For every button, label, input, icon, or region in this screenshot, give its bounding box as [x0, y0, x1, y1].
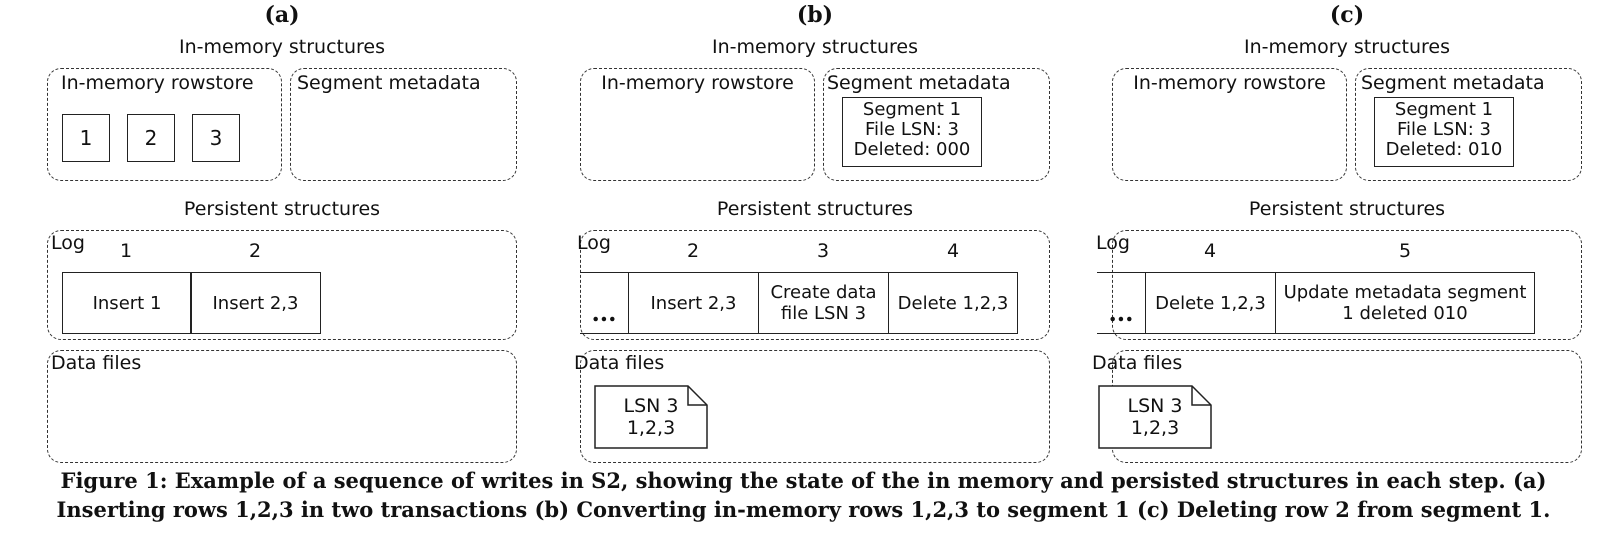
- segment-deleted: Deleted: 010: [1385, 139, 1503, 160]
- segment-metadata-label: Segment metadata: [827, 72, 1011, 94]
- rowstore-label: In-memory rowstore: [1133, 72, 1326, 94]
- segment-metadata-box: [290, 68, 517, 181]
- segment-card: Segment 1 File LSN: 3 Deleted: 000: [842, 97, 982, 167]
- log-entry: Insert 1: [62, 272, 192, 334]
- file-lsn: LSN 3: [1127, 395, 1183, 417]
- log-label: Log: [1096, 232, 1130, 254]
- file-lsn: LSN 3: [623, 395, 679, 417]
- log-entry: Insert 2,3: [190, 272, 321, 334]
- in-memory-title: In-memory structures: [178, 36, 386, 58]
- in-memory-title: In-memory structures: [1243, 36, 1451, 58]
- data-files-box: [580, 350, 1050, 463]
- log-box: [47, 230, 517, 340]
- panel-label: (b): [796, 2, 834, 28]
- rowstore-label: In-memory rowstore: [61, 72, 254, 94]
- panel-c: (c) In-memory structures In-memory rowst…: [1092, 0, 1582, 470]
- segment-name: Segment 1: [1394, 99, 1494, 120]
- caption-line-2: Inserting rows 1,2,3 in two transactions…: [56, 497, 1551, 522]
- row-cell: 1: [62, 114, 110, 162]
- rowstore-box: [1112, 68, 1347, 181]
- persistent-title: Persistent structures: [1248, 198, 1446, 220]
- log-label: Log: [577, 232, 611, 254]
- log-lsn: 4: [946, 240, 960, 262]
- panel-label: (a): [264, 2, 300, 28]
- log-label: Log: [51, 232, 85, 254]
- segment-file-lsn: File LSN: 3: [1397, 119, 1491, 140]
- persistent-title: Persistent structures: [183, 198, 381, 220]
- file-rows: 1,2,3: [626, 417, 676, 439]
- rowstore-box: [47, 68, 282, 181]
- log-lsn: 2: [686, 240, 700, 262]
- log-ellipsis: ...: [1097, 272, 1145, 334]
- data-files-label: Data files: [51, 352, 142, 374]
- segment-metadata-box: [1355, 68, 1582, 181]
- log-entry: Insert 2,3: [628, 272, 759, 334]
- file-rows: 1,2,3: [1130, 417, 1180, 439]
- log-lsn: 5: [1398, 240, 1412, 262]
- log-lsn: 3: [816, 240, 830, 262]
- log-entry: Create data file LSN 3: [758, 272, 889, 334]
- rowstore-label: In-memory rowstore: [601, 72, 794, 94]
- log-box: [580, 230, 1050, 340]
- file-icon: [594, 385, 708, 449]
- segment-card: Segment 1 File LSN: 3 Deleted: 010: [1374, 97, 1514, 167]
- in-memory-title: In-memory structures: [711, 36, 919, 58]
- log-lsn: 4: [1203, 240, 1217, 262]
- segment-metadata-label: Segment metadata: [1361, 72, 1545, 94]
- segment-name: Segment 1: [862, 99, 962, 120]
- panel-label: (c): [1329, 2, 1365, 28]
- segment-metadata-box: [823, 68, 1050, 181]
- segment-deleted: Deleted: 000: [853, 139, 971, 160]
- segment-metadata-label: Segment metadata: [297, 72, 481, 94]
- data-files-label: Data files: [1092, 352, 1183, 374]
- log-lsn: 2: [248, 240, 262, 262]
- log-entry: Delete 1,2,3: [888, 272, 1018, 334]
- data-file: LSN 3 1,2,3: [1098, 385, 1212, 449]
- log-entry: Update metadata segment 1 deleted 010: [1275, 272, 1535, 334]
- file-icon: [1098, 385, 1212, 449]
- log-ellipsis: ...: [580, 272, 628, 334]
- data-file: LSN 3 1,2,3: [594, 385, 708, 449]
- row-cell: 3: [192, 114, 240, 162]
- segment-file-lsn: File LSN: 3: [865, 119, 959, 140]
- panel-b: (b) In-memory structures In-memory rowst…: [574, 0, 1050, 470]
- persistent-title: Persistent structures: [716, 198, 914, 220]
- caption-line-1: Figure 1: Example of a sequence of write…: [60, 468, 1547, 493]
- log-entry: Delete 1,2,3: [1145, 272, 1276, 334]
- panel-a: (a) In-memory structures In-memory rowst…: [47, 0, 517, 470]
- row-cell: 2: [127, 114, 175, 162]
- data-files-label: Data files: [574, 352, 665, 374]
- log-lsn: 1: [119, 240, 133, 262]
- rowstore-box: [580, 68, 815, 181]
- figure-caption: Figure 1: Example of a sequence of write…: [0, 466, 1607, 524]
- data-files-box: [47, 350, 517, 463]
- log-box: [1112, 230, 1582, 340]
